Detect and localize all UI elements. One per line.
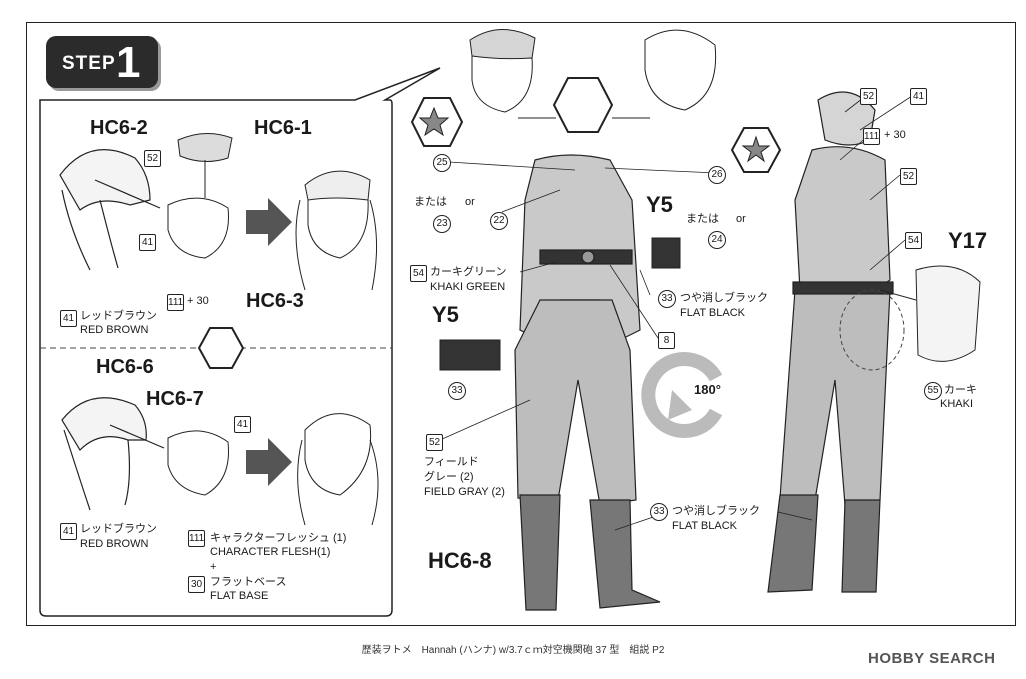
paint-name-jp: フィールド — [424, 456, 479, 468]
part-code-hc6-7: HC6-7 — [146, 388, 204, 410]
ammo-pouch-left — [439, 339, 501, 371]
hair-part-hc6-2 — [59, 149, 151, 271]
paint-name-jp: つや消しブラック — [680, 292, 768, 304]
swap-option-icon-top — [552, 77, 614, 133]
ammo-pouch-top — [651, 237, 681, 269]
paint-name-jp: レッドブラウン — [80, 523, 157, 535]
assembled-head-2 — [297, 413, 379, 526]
arrow-line — [879, 289, 917, 301]
paint-number: 41 — [234, 416, 251, 433]
part-code-hc6-1: HC6-1 — [254, 117, 312, 139]
decal-number: 25 — [433, 154, 451, 172]
paint-number: 52 — [900, 168, 917, 185]
paint-name-en: FLAT BASE — [210, 590, 269, 602]
paint-name-jp: つや消しブラック — [672, 505, 760, 517]
paint-name-en: KHAKI GREEN — [430, 281, 506, 293]
step-badge: STEP 1 — [46, 36, 158, 88]
part-code-y5-top: Y5 — [646, 192, 673, 217]
page-footer: 歴装ヲトメ Hannah (ハンナ) w/3.7ｃｍ対空機関砲 37 型 組説 … — [361, 645, 665, 656]
paint-number: 41 — [60, 310, 77, 327]
plus-sign: + — [210, 561, 217, 573]
decal-number: 22 — [490, 212, 508, 230]
decal-number: 23 — [433, 215, 451, 233]
plus-paint: + 30 — [187, 295, 209, 307]
paint-number: 111 — [863, 128, 880, 145]
assembly-arrow-2 — [246, 438, 292, 486]
paint-name-en: FIELD GRAY (2) — [424, 486, 505, 498]
or-jp: または — [414, 196, 447, 208]
brand-watermark: HOBBY SEARCH — [868, 650, 996, 667]
or-en: or — [465, 196, 475, 208]
head-no-cap-top — [644, 29, 717, 111]
figure-back — [767, 91, 894, 593]
head-with-cap-top — [469, 29, 536, 113]
step-word: STEP — [62, 53, 116, 74]
part-code-hc6-6: HC6-6 — [96, 356, 154, 378]
decal-number: 24 — [708, 231, 726, 249]
part-code-hc6-2: HC6-2 — [90, 117, 148, 139]
part-number: 8 — [658, 332, 675, 349]
hair-part-hc6-6 — [61, 397, 147, 511]
paint-number: 52 — [426, 434, 443, 451]
swap-option-icon — [197, 327, 245, 369]
assembled-head-1 — [295, 170, 377, 291]
paint-number: 33 — [658, 290, 676, 308]
cap-part — [177, 133, 233, 162]
paint-name-jp: カーキ — [944, 384, 977, 396]
paint-number: 30 — [188, 576, 205, 593]
star-icon — [741, 135, 771, 163]
paint-number: 52 — [860, 88, 877, 105]
decal-number: 26 — [708, 166, 726, 184]
paint-name-en: KHAKI — [940, 398, 974, 410]
paint-number: 111 — [188, 530, 205, 547]
step-number: 1 — [116, 38, 141, 87]
paint-number: 41 — [139, 234, 156, 251]
paint-number: 55 — [924, 382, 942, 400]
paint-number: 54 — [410, 265, 427, 282]
or-en: or — [736, 213, 746, 225]
paint-name-jp: キャラクターフレッシュ (1) — [210, 532, 347, 544]
paint-name-en: RED BROWN — [80, 538, 149, 550]
paint-number: 41 — [910, 88, 927, 105]
figure-front — [514, 154, 661, 611]
paint-number: 33 — [448, 382, 466, 400]
rotate-arrow-head — [668, 390, 692, 420]
plus-paint: + 30 — [884, 129, 906, 141]
paint-number: 41 — [60, 523, 77, 540]
part-code-y17: Y17 — [948, 228, 988, 253]
bread-bag-part — [915, 265, 981, 362]
part-code-y5-left: Y5 — [432, 302, 459, 327]
head-part — [167, 197, 230, 259]
paint-name-en: CHARACTER FLESH(1) — [210, 546, 331, 558]
rotate-arrow — [641, 352, 723, 438]
paint-number: 33 — [650, 503, 668, 521]
paint-name-jp: カーキグリーン — [430, 266, 507, 278]
paint-number: 52 — [144, 150, 161, 167]
paint-name-en: RED BROWN — [80, 324, 149, 336]
dashed-outline — [839, 289, 905, 371]
star-icon — [418, 106, 450, 137]
paint-name-jp: グレー (2) — [424, 471, 474, 483]
part-code-hc6-3: HC6-3 — [246, 290, 304, 312]
callout-box — [39, 67, 441, 617]
paint-number: 54 — [905, 232, 922, 249]
or-jp: または — [686, 213, 719, 225]
assembly-arrow — [246, 198, 292, 246]
rotate-label: 180° — [694, 382, 721, 397]
paint-number: 111 — [167, 294, 184, 311]
paint-name-jp: レッドブラウン — [80, 310, 157, 322]
part-code-hc6-8: HC6-8 — [428, 548, 492, 573]
arrow-line — [94, 179, 161, 209]
paint-name-en: FLAT BLACK — [672, 520, 738, 532]
head-part-2 — [167, 430, 230, 496]
arrow-line — [109, 424, 165, 449]
paint-name-en: FLAT BLACK — [680, 307, 746, 319]
paint-name-jp: フラットベース — [210, 576, 287, 588]
instruction-frame — [26, 22, 1016, 626]
